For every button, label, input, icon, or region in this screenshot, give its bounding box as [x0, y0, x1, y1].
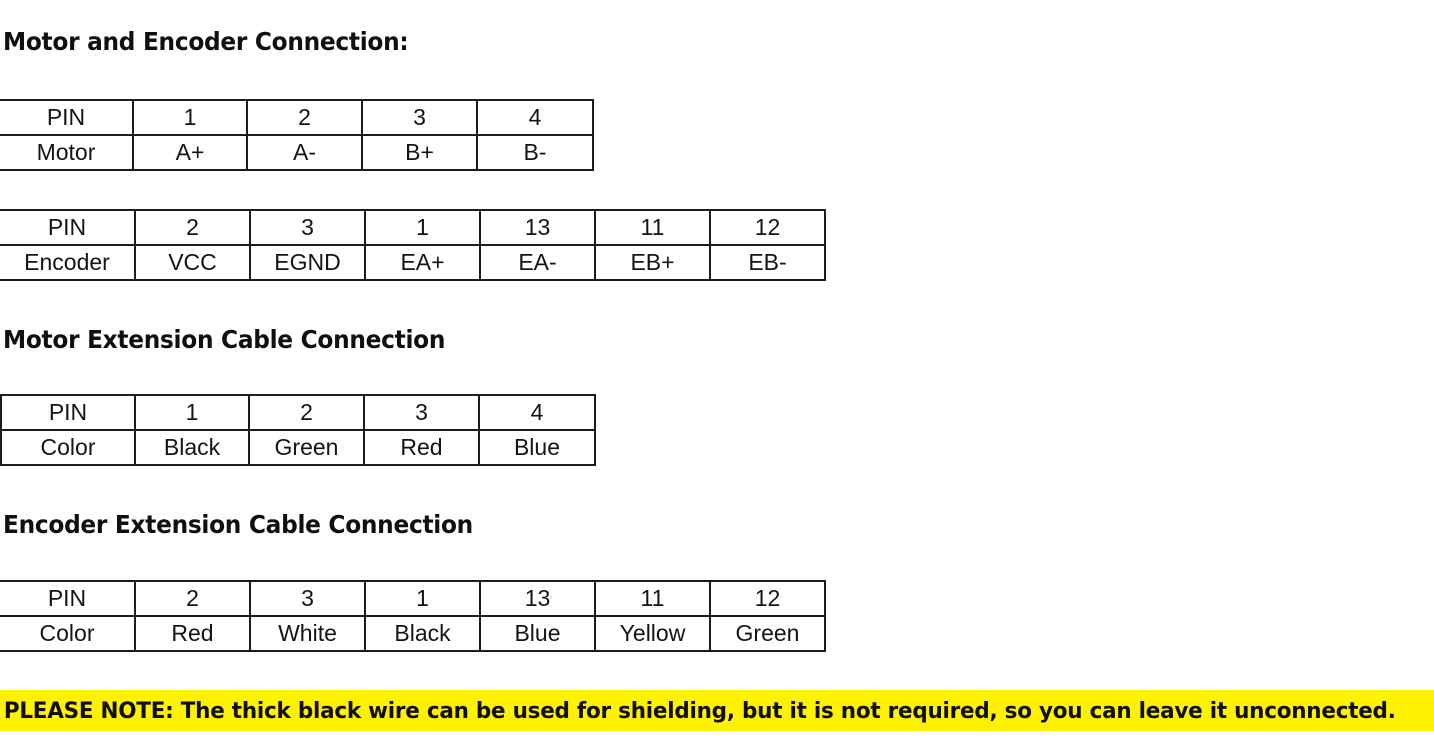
row-header-pin: PIN	[0, 209, 136, 246]
cell-pin-5: 11	[596, 209, 711, 246]
cell-color-4: Blue	[481, 617, 596, 652]
row-header-color: Color	[0, 617, 136, 652]
table-row: PIN 1 2 3 4	[0, 99, 594, 136]
cell-pin-2: 3	[251, 580, 366, 617]
cell-pin-6: 12	[711, 580, 826, 617]
cell-encoder-2: EGND	[251, 246, 366, 281]
cell-color-3: Red	[365, 431, 480, 466]
cell-pin-5: 11	[596, 580, 711, 617]
row-header-pin: PIN	[0, 580, 136, 617]
cell-pin-4: 13	[481, 209, 596, 246]
section-title-encoder-extension-cable: Encoder Extension Cable Connection	[3, 510, 473, 539]
cell-pin-4: 13	[481, 580, 596, 617]
cell-encoder-5: EB+	[596, 246, 711, 281]
cell-pin-4: 4	[478, 99, 594, 136]
row-header-color: Color	[0, 431, 136, 466]
cell-pin-3: 1	[366, 209, 481, 246]
cell-pin-6: 12	[711, 209, 826, 246]
table-motor-connection: PIN 1 2 3 4 Motor A+ A- B+ B-	[0, 99, 594, 171]
table-row: PIN 2 3 1 13 11 12	[0, 209, 826, 246]
cell-pin-3: 3	[363, 99, 478, 136]
row-header-pin: PIN	[0, 394, 136, 431]
cell-color-2: Green	[250, 431, 365, 466]
cell-motor-2: A-	[248, 136, 363, 171]
table-encoder-extension-cable: PIN 2 3 1 13 11 12 Color Red White Black…	[0, 580, 826, 652]
cell-pin-3: 1	[366, 580, 481, 617]
cell-pin-4: 4	[480, 394, 596, 431]
cell-encoder-6: EB-	[711, 246, 826, 281]
cell-encoder-3: EA+	[366, 246, 481, 281]
row-header-pin: PIN	[0, 99, 134, 136]
table-row: Motor A+ A- B+ B-	[0, 136, 594, 171]
cell-color-4: Blue	[480, 431, 596, 466]
cell-motor-4: B-	[478, 136, 594, 171]
row-header-motor: Motor	[0, 136, 134, 171]
cell-motor-1: A+	[134, 136, 248, 171]
cell-pin-2: 3	[251, 209, 366, 246]
cell-pin-1: 2	[136, 209, 251, 246]
table-row: Color Red White Black Blue Yellow Green	[0, 617, 826, 652]
table-row: Color Black Green Red Blue	[0, 431, 596, 466]
table-row: PIN 1 2 3 4	[0, 394, 596, 431]
cell-color-3: Black	[366, 617, 481, 652]
cell-pin-1: 1	[136, 394, 250, 431]
section-title-motor-extension-cable: Motor Extension Cable Connection	[3, 325, 446, 354]
table-motor-extension-cable: PIN 1 2 3 4 Color Black Green Red Blue	[0, 394, 596, 466]
cell-color-5: Yellow	[596, 617, 711, 652]
cell-pin-2: 2	[248, 99, 363, 136]
cell-color-2: White	[251, 617, 366, 652]
note-banner: PLEASE NOTE: The thick black wire can be…	[0, 690, 1434, 731]
cell-color-1: Red	[136, 617, 251, 652]
cell-encoder-4: EA-	[481, 246, 596, 281]
cell-pin-1: 2	[136, 580, 251, 617]
cell-color-1: Black	[136, 431, 250, 466]
cell-pin-3: 3	[365, 394, 480, 431]
page-title-motor-encoder-connection: Motor and Encoder Connection:	[3, 27, 409, 56]
cell-encoder-1: VCC	[136, 246, 251, 281]
cell-color-6: Green	[711, 617, 826, 652]
cell-motor-3: B+	[363, 136, 478, 171]
cell-pin-1: 1	[134, 99, 248, 136]
table-row: PIN 2 3 1 13 11 12	[0, 580, 826, 617]
table-row: Encoder VCC EGND EA+ EA- EB+ EB-	[0, 246, 826, 281]
cell-pin-2: 2	[250, 394, 365, 431]
note-text: PLEASE NOTE: The thick black wire can be…	[3, 697, 1396, 724]
row-header-encoder: Encoder	[0, 246, 136, 281]
table-encoder-connection: PIN 2 3 1 13 11 12 Encoder VCC EGND EA+ …	[0, 209, 826, 281]
